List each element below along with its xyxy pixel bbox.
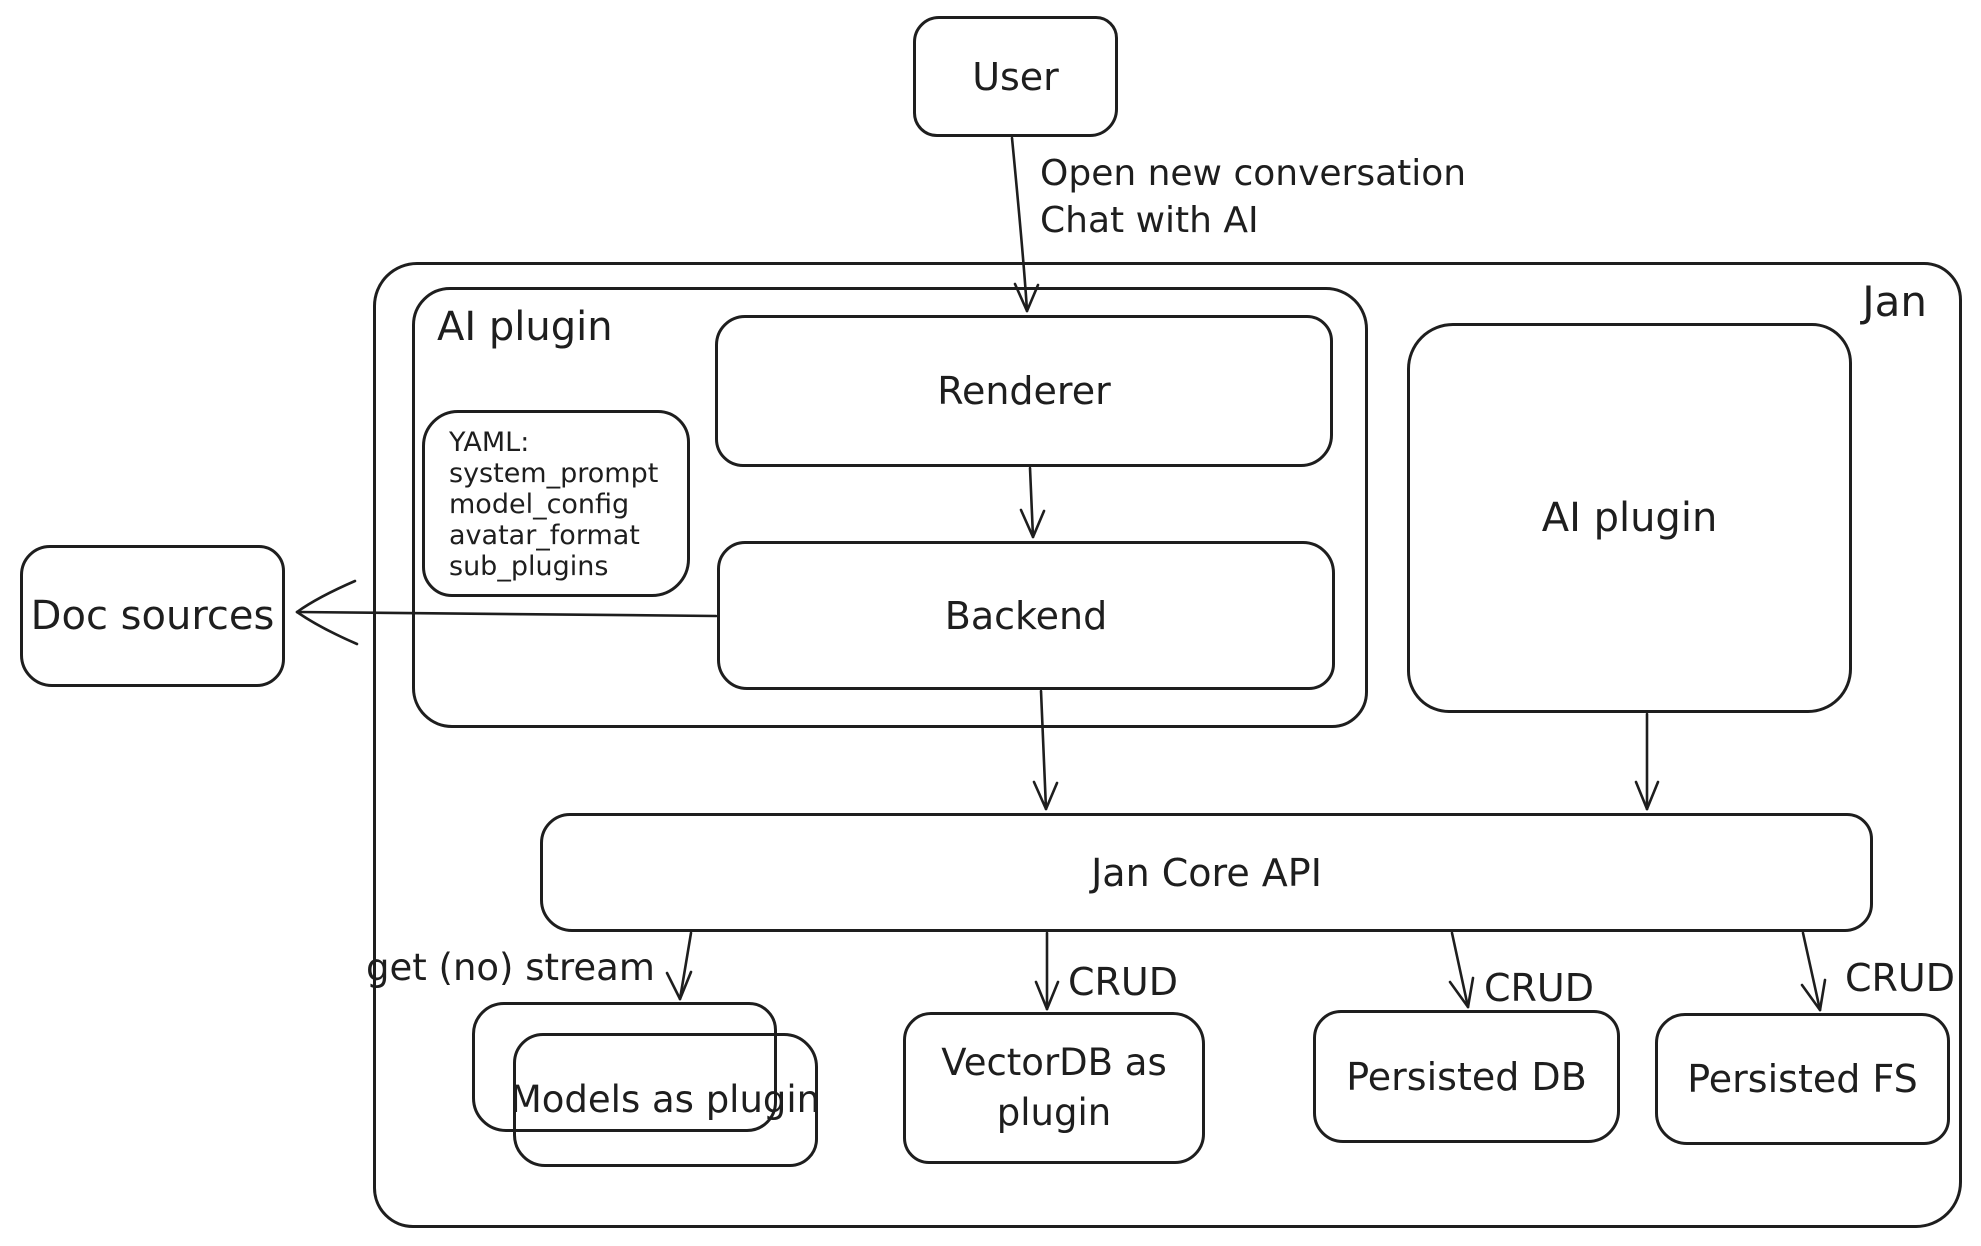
renderer-node: Renderer bbox=[715, 315, 1333, 467]
renderer-node-label: Renderer bbox=[937, 369, 1111, 413]
yaml-note-line: YAML: bbox=[449, 427, 530, 458]
user-node: User bbox=[913, 16, 1118, 137]
arrowhead-backend-to-doc-sources bbox=[295, 579, 359, 646]
yaml-note-line: sub_plugins bbox=[449, 551, 609, 582]
jan-core-api-node-label: Jan Core API bbox=[1091, 850, 1322, 895]
models-as-plugin-node-label: Models as plugin bbox=[509, 1078, 821, 1121]
jan-container-box: Jan bbox=[373, 262, 1962, 1228]
edge-label-line1: Open new conversation bbox=[1040, 153, 1467, 194]
ai-plugin-left-container-label: AI plugin bbox=[437, 304, 613, 350]
doc-sources-node-label: Doc sources bbox=[30, 593, 275, 639]
models-as-plugin-node-front bbox=[513, 1033, 818, 1167]
persisted-fs-node: Persisted FS bbox=[1655, 1013, 1950, 1145]
vectordb-as-plugin-node: VectorDB as plugin bbox=[903, 1012, 1205, 1164]
vectordb-as-plugin-node-label: VectorDB as plugin bbox=[941, 1041, 1167, 1134]
yaml-note-line: model_config bbox=[449, 489, 630, 520]
yaml-note-box: YAML: system_prompt model_config avatar_… bbox=[422, 410, 690, 597]
edge-label-line2: Chat with AI bbox=[1040, 200, 1259, 241]
jan-container-label: Jan bbox=[1862, 277, 1927, 326]
persisted-db-node: Persisted DB bbox=[1313, 1010, 1620, 1143]
persisted-db-node-label: Persisted DB bbox=[1346, 1054, 1587, 1099]
ai-plugin-right-node-label: AI plugin bbox=[1541, 495, 1718, 541]
ai-plugin-right-node: AI plugin bbox=[1407, 323, 1852, 713]
persisted-fs-node-label: Persisted FS bbox=[1687, 1057, 1918, 1101]
backend-node: Backend bbox=[717, 541, 1335, 690]
ai-plugin-left-container-box: AI plugin bbox=[412, 287, 1368, 728]
edge-label-open-conversation: Open new conversation Chat with AI bbox=[1040, 150, 1466, 244]
backend-node-label: Backend bbox=[944, 593, 1108, 638]
doc-sources-node: Doc sources bbox=[20, 545, 285, 687]
models-as-plugin-node-back bbox=[472, 1002, 777, 1132]
jan-core-api-node: Jan Core API bbox=[540, 813, 1873, 932]
edge-label-get-no-stream: get (no) stream bbox=[366, 946, 655, 989]
user-node-label: User bbox=[972, 54, 1059, 99]
yaml-note-line: system_prompt bbox=[449, 458, 659, 489]
edge-label-crud-persisted-fs: CRUD bbox=[1845, 956, 1956, 1000]
edge-label-crud-persisted-db: CRUD bbox=[1484, 966, 1595, 1010]
yaml-note-line: avatar_format bbox=[449, 520, 640, 551]
edge-label-crud-vectordb: CRUD bbox=[1068, 960, 1179, 1004]
